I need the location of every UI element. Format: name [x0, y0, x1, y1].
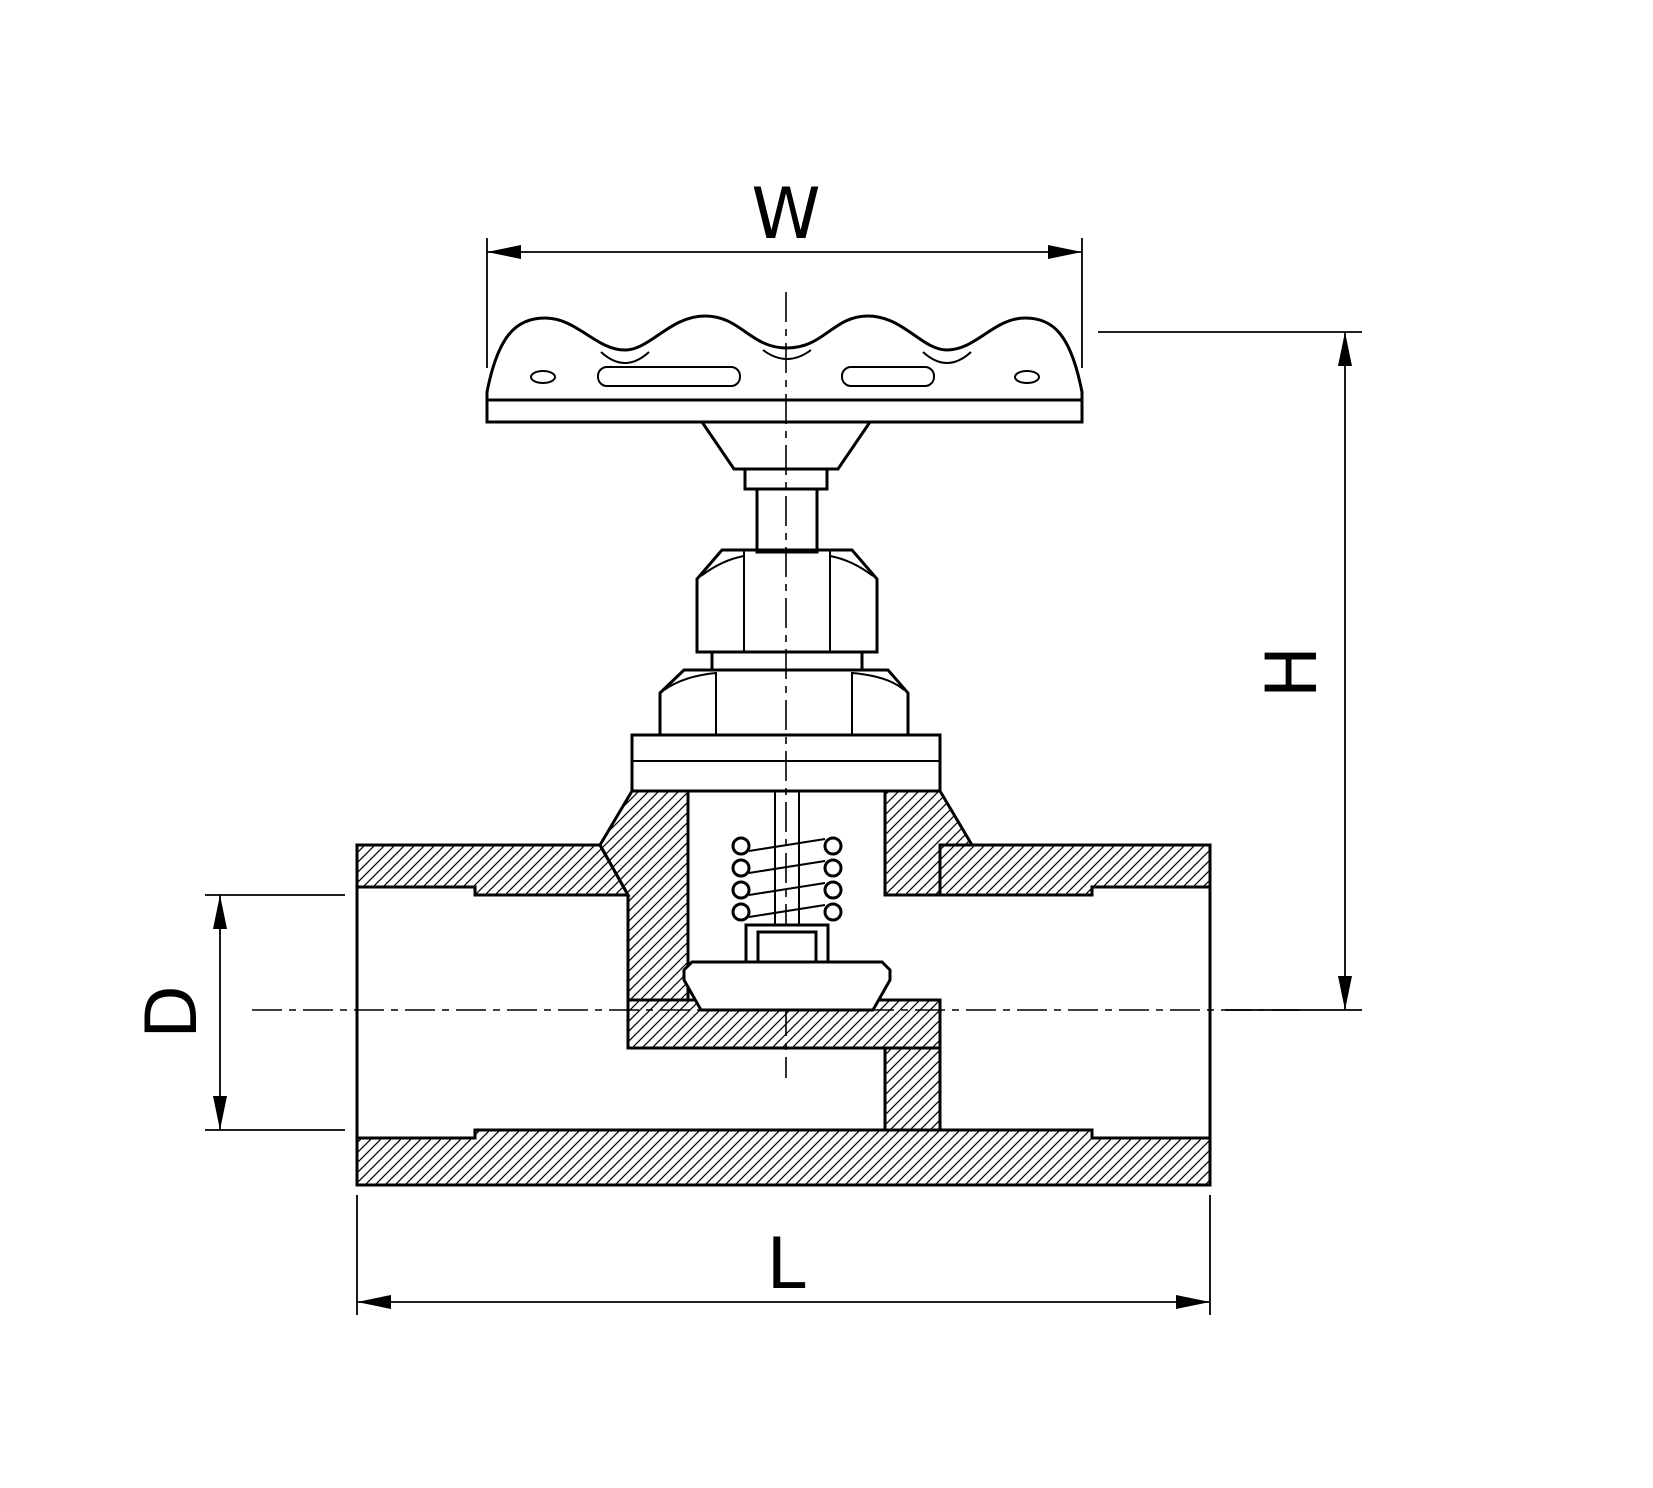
- spring-coil-section: [823, 880, 843, 900]
- handwheel-valley-arc: [600, 351, 650, 364]
- dim-label-l: L: [767, 1223, 806, 1305]
- spring-coil-section: [823, 858, 843, 878]
- body-partition-right: [883, 1046, 942, 1132]
- bonnet-flange: [630, 733, 942, 793]
- body-top-wall-left: [355, 843, 631, 897]
- spring-coil-section: [731, 902, 751, 922]
- bonnet: [630, 668, 942, 793]
- dimension-w: W: [486, 173, 1083, 368]
- dim-w-arrow-right: [1048, 245, 1082, 259]
- bonnet-nut-chamfer: [851, 672, 905, 691]
- disc-assembly: [682, 923, 892, 1012]
- handwheel-base-bar: [485, 398, 1084, 424]
- dimension-l: L: [356, 1195, 1211, 1315]
- gland-ring: [710, 650, 864, 672]
- dimension-h: H: [1098, 331, 1362, 1011]
- dim-h-arrow-top: [1338, 332, 1352, 366]
- handwheel-valley-arc: [922, 351, 972, 364]
- spring-assembly: [731, 791, 843, 925]
- bonnet-nut-chamfer: [663, 672, 717, 691]
- dim-label-h: H: [1251, 646, 1333, 699]
- dim-h-arrow-bottom: [1338, 976, 1352, 1010]
- hub-and-stem: [699, 420, 873, 554]
- dim-w-arrow-left: [487, 245, 521, 259]
- spring-coil-line: [748, 860, 826, 874]
- packing-nut-body: [695, 548, 879, 654]
- dim-l-arrow-right: [1176, 1295, 1210, 1309]
- packing-nut: [695, 548, 879, 672]
- packing-nut-chamfer: [700, 555, 745, 577]
- handwheel-hub: [699, 420, 873, 471]
- dimension-d: D: [131, 894, 345, 1131]
- handwheel-rim-profile: [485, 314, 1084, 402]
- stem: [755, 487, 819, 554]
- handwheel: [485, 314, 1084, 424]
- handwheel-slot: [597, 366, 741, 387]
- body-bottom-wall: [355, 1128, 1212, 1187]
- dim-label-w: W: [751, 173, 820, 255]
- handwheel-slot: [841, 366, 935, 387]
- disc-nut-inner: [756, 930, 818, 964]
- dim-d-arrow-bottom: [213, 1096, 227, 1130]
- dim-label-d: D: [131, 985, 213, 1039]
- spring: [731, 836, 843, 922]
- dim-l-arrow-left: [357, 1295, 391, 1309]
- spring-coil-section: [823, 902, 843, 922]
- bonnet-nut: [658, 668, 910, 737]
- handwheel-end-hole: [1014, 370, 1040, 384]
- spring-coil-section: [823, 836, 843, 856]
- spring-coil-section: [731, 858, 751, 878]
- handwheel-valley-arc: [762, 349, 812, 360]
- handwheel-end-hole: [530, 370, 556, 384]
- packing-nut-chamfer: [829, 555, 874, 577]
- spring-coil-line: [748, 904, 826, 918]
- spring-coil-section: [731, 836, 751, 856]
- valve-disc: [682, 960, 892, 1012]
- spring-coil-line: [748, 882, 826, 896]
- body-top-wall-right: [938, 843, 1212, 897]
- spring-coil-section: [731, 880, 751, 900]
- dim-d-arrow-top: [213, 895, 227, 929]
- spring-coil-line: [748, 838, 826, 852]
